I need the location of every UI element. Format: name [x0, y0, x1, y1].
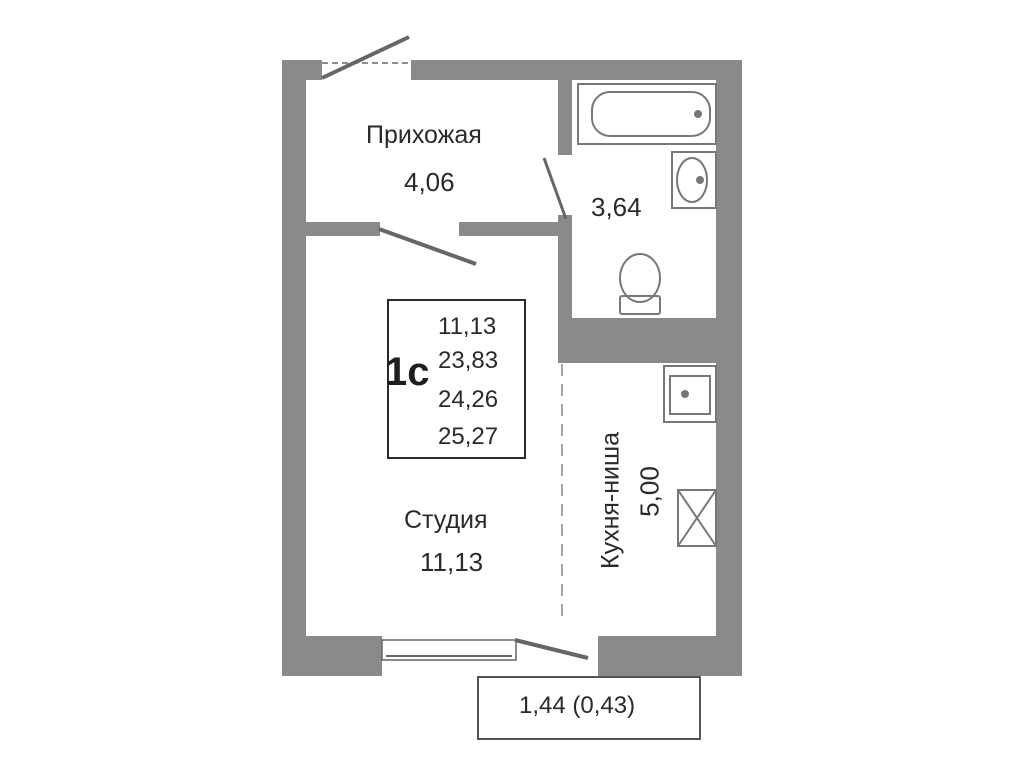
wall-bottom-right — [598, 636, 742, 676]
kitchen-name: Кухня-ниша — [596, 432, 625, 569]
stove-icon — [677, 489, 717, 547]
washbasin-icon — [671, 151, 717, 209]
bathroom-door — [542, 157, 568, 220]
wall-bath-left-upper — [558, 80, 572, 155]
openings — [321, 35, 589, 661]
bathtub-icon — [577, 83, 717, 145]
area-with-balcony: 25,27 — [438, 423, 499, 450]
unit-info-box — [387, 299, 526, 459]
kitchen-sink-icon — [663, 365, 717, 423]
wall-top-right — [411, 60, 742, 80]
wall-bottom-left — [282, 636, 382, 676]
kitchen-area: 5,00 — [634, 466, 665, 517]
balcony-area: 1,44 (0,43) — [519, 692, 636, 719]
wall-hall-right — [459, 222, 572, 236]
studio-door — [378, 227, 477, 266]
balcony-box — [477, 676, 701, 740]
area-with-balcony-coef: 24,26 — [438, 386, 499, 413]
area-total: 23,83 — [438, 347, 499, 374]
area-living: 11,13 — [438, 313, 497, 340]
walls — [282, 60, 742, 676]
hallway-area: 4,06 — [404, 167, 455, 197]
bathroom-area: 3,64 — [591, 192, 642, 222]
wall-bath-bottom — [558, 318, 716, 363]
wall-left — [282, 60, 306, 676]
unit-type-label: 1с — [385, 350, 430, 394]
toilet-icon — [619, 253, 661, 315]
wall-hall-left — [306, 222, 380, 236]
entrance-door — [321, 35, 410, 80]
balcony-door — [514, 638, 589, 660]
wall-right — [716, 60, 742, 676]
window-bottom — [381, 639, 517, 661]
studio-name: Студия — [404, 506, 488, 534]
hallway-name: Прихожая — [366, 121, 482, 149]
fixtures — [577, 83, 717, 547]
studio-area: 11,13 — [420, 547, 484, 577]
